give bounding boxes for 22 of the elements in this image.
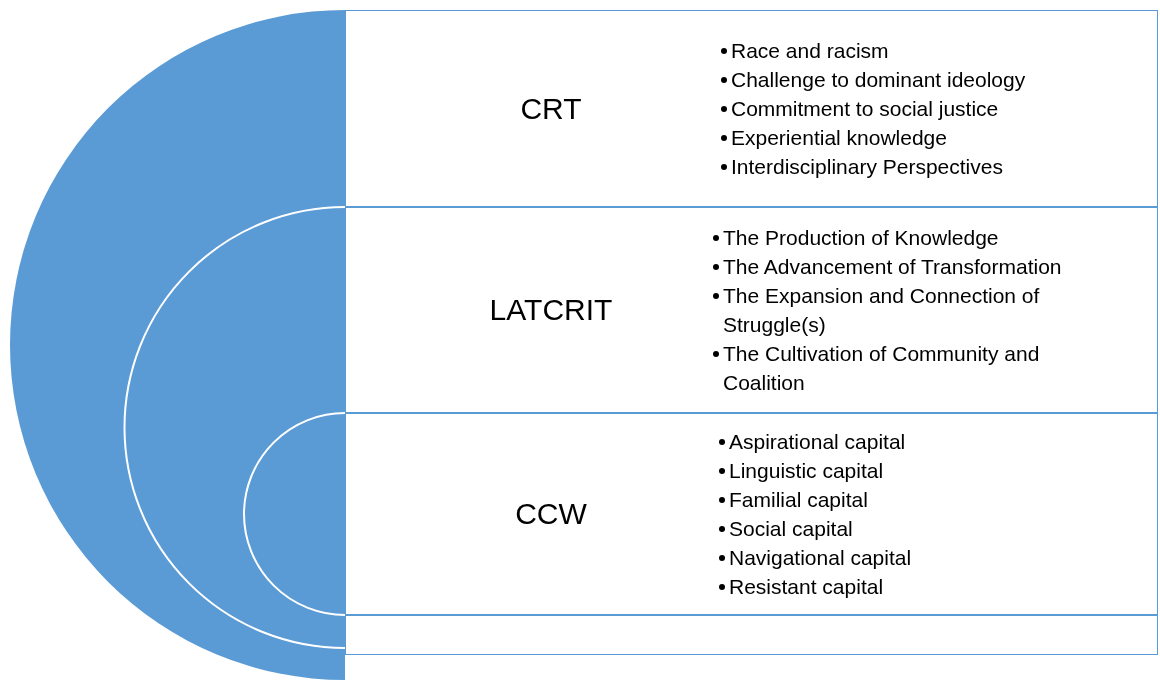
bullet-text: The Production of Knowledge <box>723 225 999 251</box>
bullet-text: Interdisciplinary Perspectives <box>731 154 1003 180</box>
bullet-text: Commitment to social justice <box>731 96 999 122</box>
bullet-text: Familial capital <box>729 487 868 513</box>
bullet-text: Race and racism <box>731 38 889 64</box>
content-box <box>345 615 1158 655</box>
bullet-text: The Cultivation of Community and Coalition <box>723 341 1041 396</box>
bullet-text: Resistant capital <box>729 574 884 600</box>
bullet-text: Aspirational capital <box>729 429 906 455</box>
content-box <box>345 413 1158 615</box>
content-box <box>345 10 1158 207</box>
box-title: CCW <box>515 499 587 529</box>
bullet-text: Challenge to dominant ideology <box>731 67 1026 93</box>
box-title: LATCRIT <box>489 295 613 325</box>
bullet-text: Experiential knowledge <box>731 125 947 151</box>
bullet-text: Social capital <box>729 516 853 542</box>
content-box <box>345 207 1158 413</box>
bullet-text: Linguistic capital <box>729 458 884 484</box>
bullet-text: Navigational capital <box>729 545 912 571</box>
bullet-text: The Expansion and Connection of Struggle(s) <box>723 283 1041 338</box>
bullet-text: The Advancement of Transformation <box>723 254 1062 280</box>
box-title: CRT <box>520 93 582 124</box>
